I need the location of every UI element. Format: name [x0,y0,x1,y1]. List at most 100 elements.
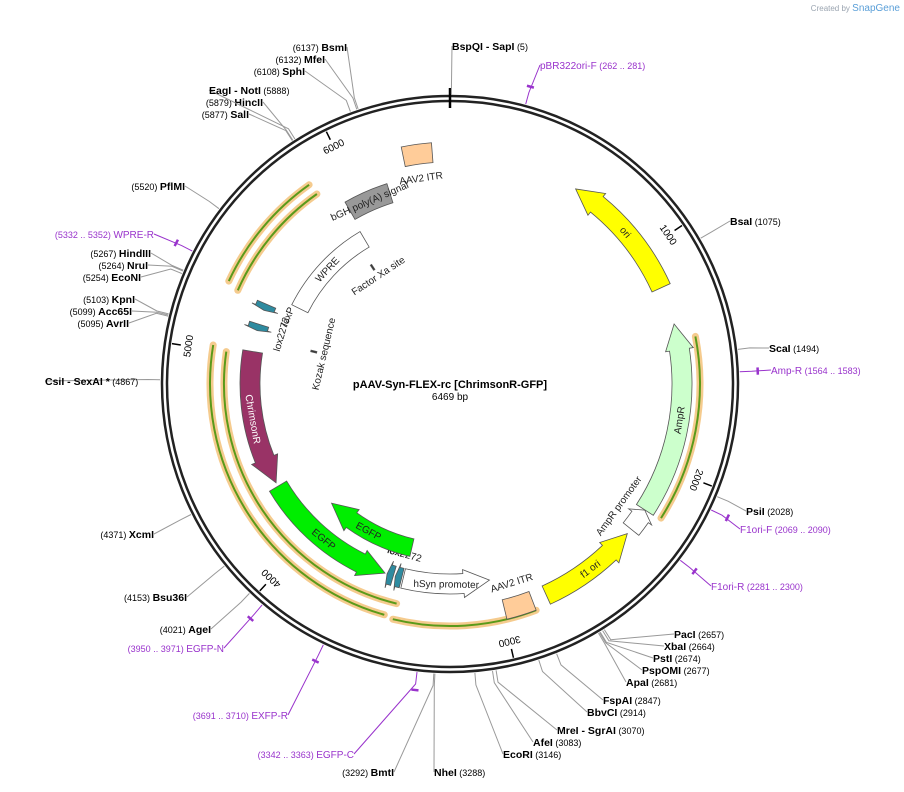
site-position: (5) [514,42,528,52]
site-leader-f1ori-r [679,559,712,587]
orf-layer [206,181,704,630]
site-label-nhei: NheI (3288) [434,767,485,779]
site-name: CsiI - SexAI * [45,376,111,388]
site-label-bsu36i: (4153) Bsu36I [124,592,187,604]
site-leader-hincii [262,101,294,141]
feature-lox2272-right [393,563,405,591]
tick-mark [171,342,181,346]
site-leader-amp-r [739,369,772,373]
feature-egfp-outer [268,480,386,577]
orf-line [660,336,701,519]
site-position: (3083) [553,738,582,748]
site-label-pspomi: PspOMI (2677) [642,665,710,677]
brand-name: SnapGene [852,3,900,14]
site-position: (262 .. 281) [597,61,646,71]
site-leader-sphi [304,70,351,112]
site-name: KpnI [112,294,135,306]
site-leader-nrui [147,264,184,272]
site-position: (5520) [131,182,160,192]
site-position: (5264) [98,261,127,271]
site-name: Amp-R [771,366,802,377]
site-leader-sali [248,113,293,141]
tick-mark [325,131,332,141]
feature-ampr [635,323,695,516]
site-position: (6132) [275,55,304,65]
site-leader-bsai [700,220,731,239]
site-label-xbai: XbaI (2664) [664,641,715,653]
site-position: (5877) [202,110,231,120]
site-label-f1ori-f: F1ori-F (2069 .. 2090) [740,525,831,536]
site-label-sali: (5877) SalI [202,109,249,121]
site-leader-wpre-r [153,233,193,252]
site-label-paci: PacI (2657) [674,629,724,641]
feature-label-ampr: AmpR [673,406,688,435]
site-label-egfp-c: (3342 .. 3363) EGFP-C [258,750,354,761]
site-leader-avrii [128,312,169,324]
site-label-wpre-r: (5332 .. 5352) WPRE-R [55,230,154,241]
tick-label: 3000 [497,633,522,649]
site-name: Acc65I [98,306,132,318]
site-label-egfp-n: (3950 .. 3971) EGFP-N [128,644,224,655]
site-position: (2069 .. 2090) [772,525,831,535]
primer-mark-f1ori-r [691,567,698,575]
site-label-hincii: (5879) HincII [206,97,263,109]
site-position: (3288) [457,768,486,778]
site-position: (4153) [124,593,153,603]
site-leader-kpni [134,298,169,315]
orf-line [209,344,385,616]
primer-mark-egfp-n [246,615,255,622]
site-name: WPRE-R [113,230,154,241]
site-name: EcoNI [111,272,141,284]
site-leader-egfp-n [223,604,263,649]
site-name: SphI [282,66,305,78]
site-label-eagi: EagI - NotI (5888) [209,85,289,97]
feature-aav2-itr-left [400,142,434,168]
site-leader-scai [737,347,770,350]
site-leader-nhei [433,673,436,773]
tick-label: 5000 [182,334,196,358]
site-name: SalI [230,109,249,121]
site-leader-bsu36i [186,565,225,598]
site-leader-mrei [495,670,558,731]
site-leader-pflmi [184,185,220,210]
site-name: PsiI [746,506,765,518]
site-name: F1ori-R [711,582,744,593]
site-name: PflMI [160,181,185,193]
site-leader-xbai [602,630,665,647]
primer-mark-f1ori-f [724,514,731,522]
feature-egfp-inner [330,502,415,557]
site-name: ScaI [769,343,791,355]
site-label-mrei: MreI - SgrAI (3070) [557,725,644,737]
site-label-scai: ScaI (1494) [769,343,819,355]
site-position: (2847) [632,696,661,706]
site-leader-ecori [474,672,504,755]
site-position: (3070) [616,726,645,736]
orf-line [227,183,310,282]
site-position: (5099) [70,307,99,317]
site-position: (1494) [791,344,820,354]
site-name: XbaI [664,641,686,653]
site-position: (5254) [83,273,112,283]
site-name: EXFP-R [251,711,288,722]
primer-mark-wpre-r [173,239,180,247]
site-position: (5888) [261,86,290,96]
site-position: (6108) [254,67,283,77]
site-name: AgeI [188,624,211,636]
site-leader-xcmi [153,514,192,535]
site-name: PstI [653,653,672,665]
tick-label: 2000 [686,467,704,492]
site-name: BsaI [730,216,752,228]
site-name: BmtI [371,767,394,779]
site-name: EagI - NotI [209,85,261,97]
site-name: NruI [127,260,148,272]
site-label-bmti: (3292) BmtI [342,767,394,779]
feature-kozak [310,349,318,354]
site-leader-bsmi [346,46,359,110]
site-position: (5879) [206,98,235,108]
plasmid-name: pAAV-Syn-FLEX-rc [ChrimsonR-GFP] [353,379,547,391]
site-position: (5103) [83,295,112,305]
site-leader-acc65i [131,310,169,316]
site-name: pBR322ori-F [540,61,597,72]
site-name: EGFP-C [316,750,354,761]
